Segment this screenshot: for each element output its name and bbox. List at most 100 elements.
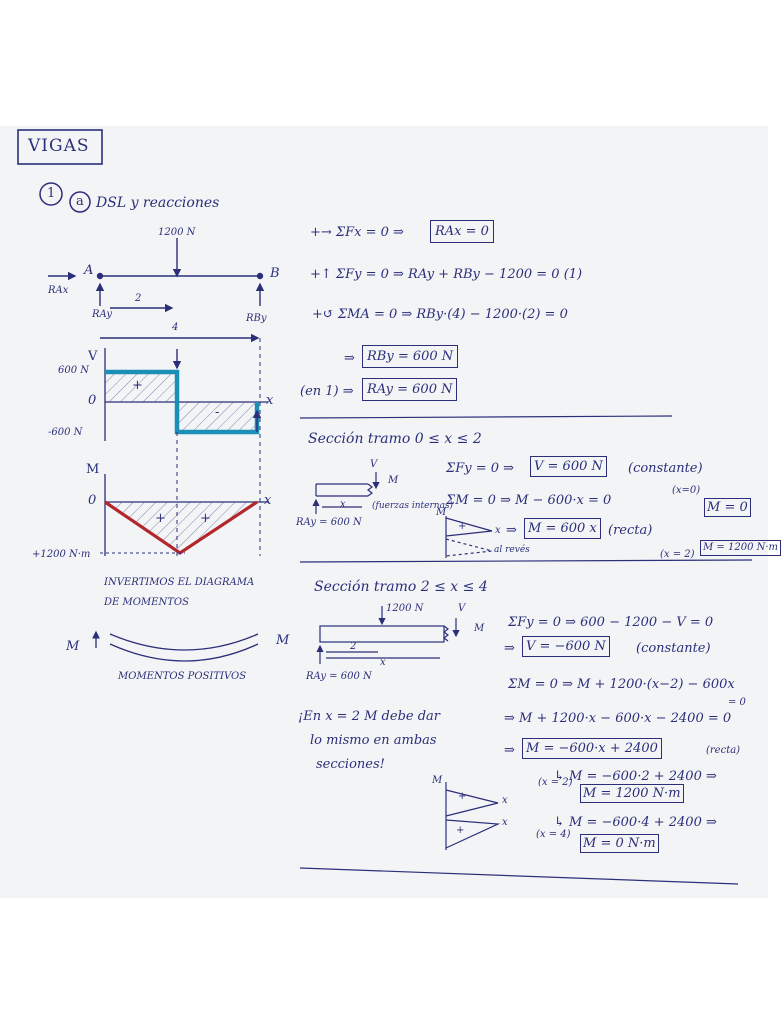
section1-m: M (388, 475, 399, 486)
part-letter-circle (69, 191, 91, 213)
section1-graph-m: M (436, 507, 447, 518)
section1-fy-note: (constante) (628, 461, 703, 476)
section1-m0: M = 0 (704, 498, 751, 517)
invert-note-2: DE MOMENTOS (104, 597, 189, 608)
section-heading: DSL y reacciones (96, 195, 220, 211)
section1-ray: RAy = 600 N (296, 517, 362, 528)
section1-fy-result: V = 600 N (530, 456, 607, 477)
page-title: VIGAS (28, 136, 90, 156)
section1-moment: ΣM = 0 ⇒ M − 600·x = 0 (446, 493, 612, 508)
section1-al-reves: al revés (494, 545, 530, 555)
section2-graph (445, 782, 501, 850)
notebook-page: VIGAS 1 a DSL y reacciones 1200 N A B RA… (0, 126, 781, 898)
shear-axis-label: V (88, 349, 98, 364)
moment-right-symbol: M (276, 633, 290, 648)
rby-label: RBy (246, 313, 267, 324)
section1-fy: ΣFy = 0 ⇒ (446, 461, 515, 476)
section2-ray: RAy = 600 N (306, 671, 372, 682)
shear-x-label: x (266, 393, 274, 408)
section1-x0: (x=0) (672, 485, 701, 496)
ray-label: RAy (92, 309, 112, 320)
section1-x2: (x = 2) (660, 549, 695, 560)
section2-fy-2: ⇒ (504, 641, 515, 656)
equation-4: ⇒ (344, 351, 355, 366)
rax-label: RAx (48, 285, 69, 296)
shear-top-label: 600 N (58, 365, 90, 376)
shear-zero-label: 0 (88, 393, 97, 408)
equation-1-result: RAx = 0 (430, 220, 494, 243)
section2-moment-eq0: = 0 (728, 697, 746, 708)
section2-moment-result: M = −600·x + 2400 (522, 738, 662, 759)
section1-graph-plus: + (458, 521, 467, 532)
section2-graph-plus-2: + (456, 825, 465, 836)
point-b-label: B (270, 266, 280, 281)
section2-graph-plus-1: + (458, 791, 467, 802)
section1-internal: (fuerzas internas) (372, 501, 454, 511)
section2-title: Sección tramo 2 ≤ x ≤ 4 (314, 579, 488, 595)
section2-graph-m: M (432, 775, 443, 786)
section2-moment: ΣM = 0 ⇒ M + 1200·(x−2) − 600x (508, 677, 735, 692)
section2-fy-result: V = −600 N (522, 636, 610, 657)
load-label: 1200 N (158, 227, 196, 238)
section2-graph-x-1: x (502, 795, 508, 806)
moment-axis-label: M (86, 462, 100, 477)
section2-calc-1: ↳ M = −600·2 + 2400 ⇒ (554, 769, 717, 784)
section1-m1200: M = 1200 N·m (700, 540, 781, 556)
section2-fy: ΣFy = 0 ⇒ 600 − 1200 − V = 0 (508, 615, 714, 630)
equation-5: (en 1) ⇒ (300, 384, 354, 399)
equation-3: +↺ ΣMA = 0 ⇒ RBy·(4) − 1200·(2) = 0 (312, 307, 568, 322)
section2-note-1: ¡En x = 2 M debe dar (298, 709, 441, 724)
section1-v: V (370, 459, 378, 470)
shear-bottom-label: -600 N (48, 427, 83, 438)
section2-sketch (316, 606, 460, 664)
section2-v: V (458, 603, 466, 614)
title-box (17, 129, 103, 165)
section1-moment-2: ⇒ (506, 523, 517, 538)
moment-plus-right: + (200, 511, 211, 526)
section2-x: x (380, 657, 386, 668)
section2-moment-3: ⇒ (504, 743, 515, 758)
section1-x: x (340, 499, 346, 510)
moment-bottom-label: +1200 N·m (32, 549, 91, 560)
section2-note-3: secciones! (316, 757, 385, 772)
moment-diagram (100, 474, 268, 556)
section2-m-at-2: M = 1200 N·m (580, 784, 684, 803)
shear-plus: + (132, 378, 143, 393)
shear-diagram (104, 338, 268, 556)
section2-d2: 2 (350, 641, 357, 652)
section1-title: Sección tramo 0 ≤ x ≤ 2 (308, 431, 482, 447)
beam-diagram (48, 238, 265, 343)
positive-moments-label: MOMENTOS POSITIVOS (118, 671, 247, 682)
shear-minus: - (215, 405, 220, 420)
separators (299, 415, 753, 885)
problem-number: 1 (47, 186, 56, 201)
sketch-layer (17, 129, 753, 885)
section1-moment-note: (recta) (608, 523, 653, 538)
section2-note-2: lo mismo en ambas (310, 733, 437, 748)
equation-1: +→ ΣFx = 0 ⇒ (310, 225, 404, 240)
section2-fy-note: (constante) (636, 641, 711, 656)
point-a-label: A (84, 263, 94, 278)
equation-2: +↑ ΣFy = 0 ⇒ RAy + RBy − 1200 = 0 (1) (310, 267, 583, 282)
section2-x4: (x = 4) (536, 829, 571, 840)
section2-moment-note: (recta) (706, 745, 741, 756)
positive-moment-sketch (92, 630, 259, 662)
section2-m: M (474, 623, 485, 634)
section2-x2: (x = 2) (538, 777, 573, 788)
equation-5-result: RAy = 600 N (362, 378, 458, 401)
dist-2-label: 2 (135, 293, 142, 304)
dist-4-label: 4 (172, 322, 179, 333)
section1-graph-x: x (495, 525, 501, 536)
moment-x-label: x (264, 493, 272, 508)
section2-graph-x-2: x (502, 817, 508, 828)
section2-moment-2: ⇒ M + 1200·x − 600·x − 2400 = 0 (504, 711, 732, 726)
moment-plus-left: + (155, 511, 166, 526)
section1-sketch (312, 472, 380, 514)
section2-m-at-4: M = 0 N·m (580, 834, 659, 853)
section1-moment-result: M = 600 x (524, 518, 601, 539)
problem-number-circle (39, 182, 63, 206)
section1-graph (445, 516, 493, 558)
moment-left-symbol: M (66, 639, 80, 654)
section2-calc-2: ↳ M = −600·4 + 2400 ⇒ (554, 815, 717, 830)
moment-zero-label: 0 (88, 493, 97, 508)
